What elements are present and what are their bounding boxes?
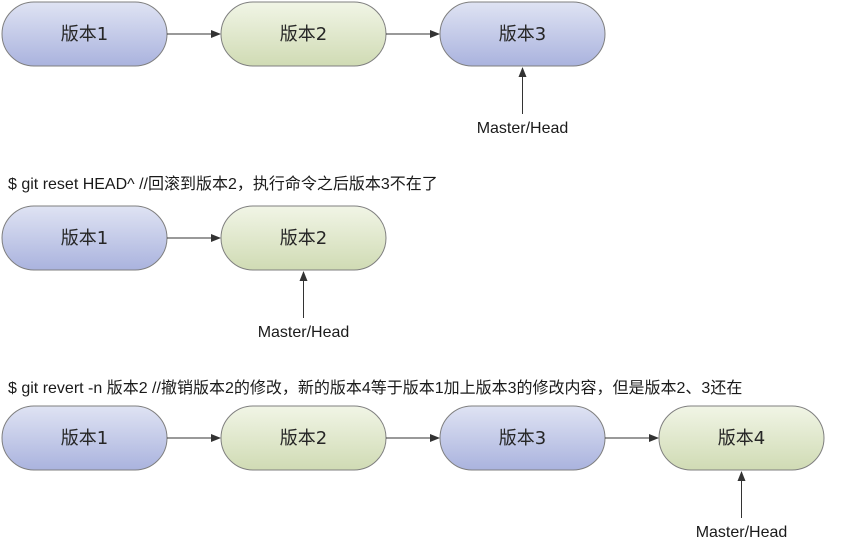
commit-label: 版本1 (61, 428, 108, 449)
commit-label: 版本2 (280, 228, 327, 249)
commit-label: 版本1 (61, 228, 108, 249)
command-text: $ git reset HEAD^ //回滚到版本2，执行命令之后版本3不在了 (8, 175, 438, 193)
diagram-row-3: $ git revert -n 版本2 //撤销版本2的修改，新的版本4等于版本… (1, 379, 825, 541)
diagram-row-2: $ git reset HEAD^ //回滚到版本2，执行命令之后版本3不在了版… (1, 175, 438, 341)
commit-label: 版本2 (280, 24, 327, 45)
commit-label: 版本3 (499, 428, 546, 449)
master-head-label: Master/Head (477, 120, 569, 137)
commit-node-4 (658, 405, 825, 471)
commit-label: 版本1 (61, 24, 108, 45)
commit-label: 版本2 (280, 428, 327, 449)
command-text: $ git revert -n 版本2 //撤销版本2的修改，新的版本4等于版本… (8, 379, 742, 397)
master-head-label: Master/Head (258, 324, 350, 341)
commit-label: 版本4 (718, 428, 765, 449)
master-head-label: Master/Head (696, 524, 788, 541)
commit-node-2 (220, 205, 387, 271)
commit-label: 版本3 (499, 24, 546, 45)
commit-node-3 (439, 1, 606, 67)
